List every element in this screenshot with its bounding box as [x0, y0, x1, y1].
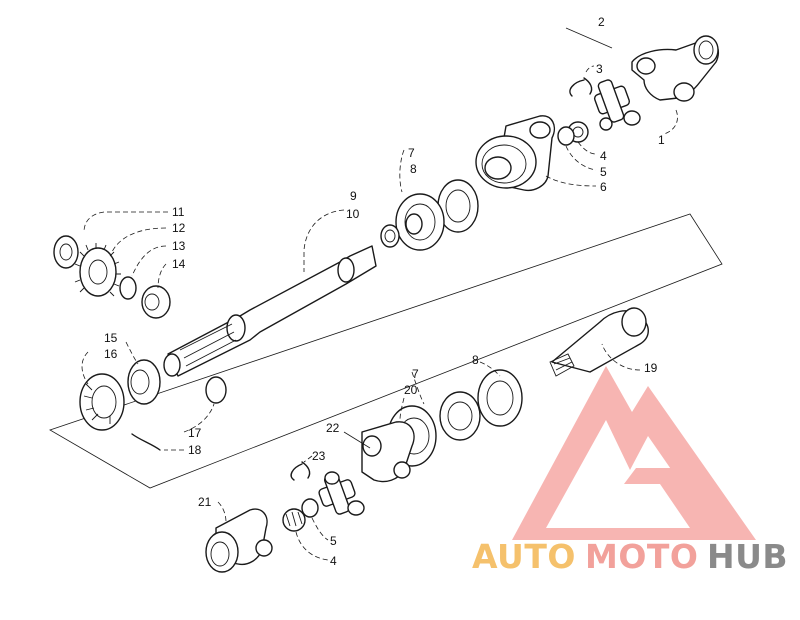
- callout-23: 23: [312, 449, 326, 463]
- leader-20: [399, 397, 405, 421]
- callout-9: 9: [350, 189, 357, 203]
- seal-part-5-lower: [301, 498, 319, 518]
- callout-17: 17: [188, 426, 202, 440]
- callout-20: 20: [404, 383, 418, 397]
- leader-4b: [295, 531, 329, 561]
- callout-18: 18: [188, 443, 202, 457]
- leader-1: [663, 109, 678, 135]
- leader-5b: [311, 517, 329, 541]
- seal-part-7-lower: [439, 391, 481, 441]
- leader-17: [183, 403, 215, 433]
- callout-3: 3: [596, 62, 603, 76]
- callout-13: 13: [172, 239, 186, 253]
- leader-19: [601, 343, 641, 371]
- watermark-word-moto: MOTO: [585, 537, 698, 576]
- callout-16: 16: [104, 347, 118, 361]
- watermark-word-hub: HUB: [707, 537, 788, 576]
- cross-upper: [593, 79, 641, 131]
- ring-part-17: [205, 376, 227, 404]
- leader-14: [157, 263, 167, 289]
- callout-5a: 5: [600, 165, 607, 179]
- flange-yoke-part-6: [475, 115, 556, 192]
- shaft-part-10: [163, 245, 377, 377]
- leader-23: [303, 455, 313, 463]
- bevel-gear-part-16: [79, 373, 125, 431]
- callout-5b: 5: [330, 534, 337, 548]
- flange-yoke-part-20: [361, 405, 437, 483]
- gear-part-12: [74, 243, 121, 297]
- callout-21: 21: [198, 495, 212, 509]
- callout-7a: 7: [408, 146, 415, 160]
- bearing-cap-part-4-lower: [282, 508, 306, 532]
- leader-78a: [399, 149, 405, 193]
- callout-1: 1: [658, 133, 665, 147]
- clip-part-18: [131, 433, 161, 451]
- callout-4b: 4: [330, 554, 337, 568]
- leader-7b8b: [411, 361, 501, 405]
- yoke-part-21: [205, 508, 273, 573]
- leader-3: [585, 65, 595, 73]
- callout-10: 10: [346, 207, 360, 221]
- callout-labels: 1234567891011121314151617181978202122235…: [104, 15, 665, 568]
- callout-11: 11: [172, 205, 185, 219]
- bearing-part-15: [127, 359, 161, 405]
- callout-22: 22: [326, 421, 340, 435]
- watermark-word-auto: AUTO: [472, 537, 576, 576]
- lower-assembly-frame: [49, 213, 723, 489]
- logo-mark-icon: [512, 366, 756, 540]
- cross-lower: [318, 471, 365, 516]
- seal-part-7-upper: [395, 193, 445, 251]
- leader-12: [111, 227, 167, 253]
- watermark-wordmark: AUTO MOTO HUB: [472, 537, 788, 576]
- leader-2: [565, 27, 613, 49]
- leader-11: [83, 211, 168, 233]
- callout-6: 6: [600, 180, 607, 194]
- shim-part-13: [119, 276, 137, 300]
- callout-19: 19: [644, 361, 658, 375]
- leader-910: [303, 209, 345, 272]
- yoke-part-2: [631, 35, 720, 102]
- callout-15: 15: [104, 331, 118, 345]
- leader-1516: [125, 341, 139, 365]
- leader-5a: [565, 145, 597, 171]
- bearing-part-8-lower: [477, 369, 523, 427]
- snap-ring-part-3: [569, 77, 593, 97]
- leader-13: [131, 245, 167, 277]
- callout-8a: 8: [410, 162, 417, 176]
- leader-4a: [577, 141, 597, 155]
- leader-6: [545, 175, 597, 187]
- washer-part-11: [53, 235, 79, 269]
- leader-21: [217, 501, 227, 523]
- callout-12: 12: [172, 221, 186, 235]
- watermark-logo: [512, 366, 756, 540]
- leader-16: [81, 351, 89, 385]
- callout-4a: 4: [600, 149, 607, 163]
- washer-part-9: [380, 224, 400, 248]
- seal-part-5-upper: [557, 126, 575, 146]
- callout-2: 2: [598, 15, 605, 29]
- callout-7b: 7: [412, 367, 419, 381]
- shaft-part-19: [549, 307, 649, 377]
- leader-22: [343, 431, 371, 449]
- callout-8b: 8: [472, 353, 479, 367]
- snap-ring-part-23: [290, 461, 311, 481]
- callout-14: 14: [172, 257, 186, 271]
- nut-part-14: [141, 285, 171, 319]
